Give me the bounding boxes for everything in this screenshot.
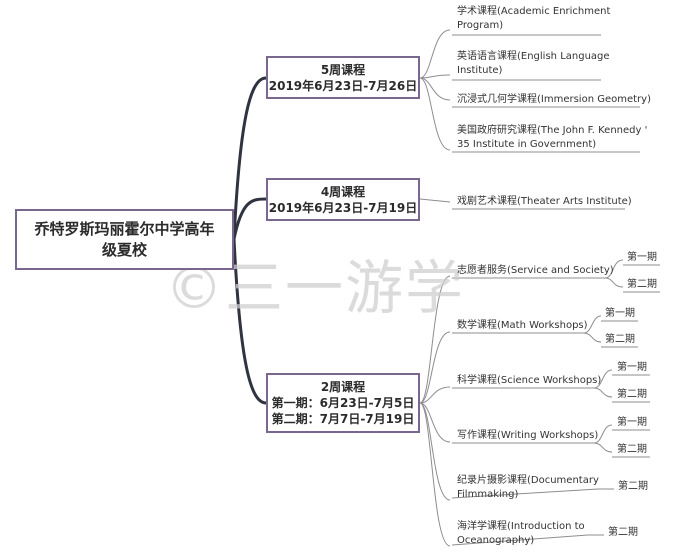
course-line: 科学课程(Science Workshops) — [457, 375, 602, 386]
session-2[interactable]: 第二期 — [617, 389, 647, 400]
session-2[interactable]: 第二期 — [608, 527, 638, 538]
course-service-society[interactable]: 志愿者服务(Service and Society) — [457, 264, 614, 278]
course-theater-arts[interactable]: 戏剧艺术课程(Theater Arts Institute) — [457, 195, 632, 209]
course-math-workshops[interactable]: 数学课程(Math Workshops) — [457, 319, 588, 333]
course-line: 戏剧艺术课程(Theater Arts Institute) — [457, 196, 632, 207]
root-to-5week — [232, 76, 267, 240]
course-immersion-geometry[interactable]: 沉浸式几何学课程(Immersion Geometry) — [457, 93, 651, 107]
root-to-4week — [232, 197, 267, 240]
session-2[interactable]: 第二期 — [605, 334, 635, 345]
branch-4-week[interactable]: 4周课程 2019年6月23日-7月19日 — [266, 178, 420, 221]
course-line: 美国政府研究课程(The John F. Kennedy ' — [457, 125, 648, 136]
session-1[interactable]: 第一期 — [627, 252, 657, 263]
branch-date: 2019年6月23日-7月19日 — [268, 200, 418, 215]
course-line: 学术课程(Academic Enrichment — [457, 6, 611, 17]
course-line: 沉浸式几何学课程(Immersion Geometry) — [457, 94, 651, 105]
root-title-line1: 乔特罗斯玛丽霍尔中学高年 — [34, 219, 215, 238]
line-service — [419, 275, 451, 404]
line-theater — [419, 198, 451, 203]
course-line: Oceanography) — [457, 535, 535, 546]
course-line: 英语语言课程(English Language — [457, 51, 610, 62]
session-2[interactable]: 第二期 — [618, 481, 648, 492]
course-government[interactable]: 美国政府研究课程(The John F. Kennedy ' 35 Instit… — [457, 124, 647, 152]
course-line: 35 Institute in Government) — [457, 139, 597, 150]
course-line: Program) — [457, 20, 504, 31]
course-oceanography[interactable]: 海洋学课程(Introduction to Oceanography) — [457, 520, 585, 548]
branch-title: 5周课程 — [320, 62, 366, 77]
line-academic — [419, 29, 451, 79]
branch-date: 2019年6月23日-7月26日 — [268, 78, 418, 93]
branch-5-week[interactable]: 5周课程 2019年6月23日-7月26日 — [266, 56, 420, 99]
branch-date: 第二期：7月7日-7月19日 — [271, 412, 415, 426]
branch-date: 第一期：6月23日-7月5日 — [271, 396, 415, 410]
root-node[interactable]: 乔特罗斯玛丽霍尔中学高年 级夏校 — [15, 209, 234, 270]
course-line: 志愿者服务(Service and Society) — [457, 265, 614, 276]
line-writing — [419, 402, 451, 443]
line-geometry — [419, 77, 451, 101]
line-ocean — [419, 402, 451, 547]
course-documentary-filmmaking[interactable]: 纪录片摄影课程(Documentary Filmmaking) — [457, 474, 599, 502]
course-line: Filmmaking) — [457, 489, 519, 500]
root-title-line2: 级夏校 — [101, 240, 147, 259]
session-1[interactable]: 第一期 — [617, 417, 647, 428]
session-1[interactable]: 第一期 — [605, 308, 635, 319]
session-2[interactable]: 第二期 — [627, 279, 657, 290]
course-line: 纪录片摄影课程(Documentary — [457, 475, 599, 486]
course-science-workshops[interactable]: 科学课程(Science Workshops) — [457, 374, 601, 388]
branch-title: 2周课程 — [320, 380, 366, 394]
root-to-2week — [232, 238, 267, 405]
course-line: Institute) — [457, 65, 503, 76]
course-english-language[interactable]: 英语语言课程(English Language Institute) — [457, 50, 610, 78]
course-academic-enrichment[interactable]: 学术课程(Academic Enrichment Program) — [457, 5, 610, 33]
line-math — [419, 331, 451, 404]
session-2[interactable]: 第二期 — [617, 444, 647, 455]
session-1[interactable]: 第一期 — [617, 362, 647, 373]
course-writing-workshops[interactable]: 写作课程(Writing Workshops) — [457, 429, 598, 443]
branch-2-week[interactable]: 2周课程 第一期：6月23日-7月5日 第二期：7月7日-7月19日 — [266, 373, 420, 433]
line-science — [419, 386, 451, 404]
course-line: 写作课程(Writing Workshops) — [457, 430, 599, 441]
line-government — [419, 77, 451, 151]
branch-title: 4周课程 — [320, 184, 366, 199]
course-line: 海洋学课程(Introduction to — [457, 521, 585, 532]
line-documentary — [419, 402, 451, 501]
course-line: 数学课程(Math Workshops) — [457, 320, 588, 331]
